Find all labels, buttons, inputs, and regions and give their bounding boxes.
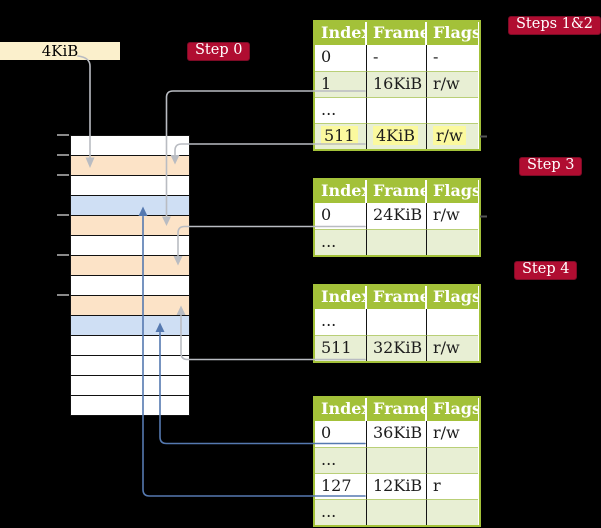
table-cell xyxy=(367,499,427,525)
table-cell: 0 xyxy=(315,421,367,447)
table-cell: - xyxy=(367,45,427,71)
table-cell: ... xyxy=(315,309,367,335)
memory-row-blue xyxy=(71,316,189,336)
memory-row-white xyxy=(71,356,189,376)
table-cell-highlighted: r/w xyxy=(427,123,478,149)
page-table-level-top: Index Frame Flags 0 - - 1 16KiB r/w ... … xyxy=(313,20,481,151)
table-cell: r xyxy=(427,473,478,499)
address-tick xyxy=(57,254,69,256)
address-tick xyxy=(57,134,69,136)
memory-row-orange xyxy=(71,296,189,316)
table-cell: r/w xyxy=(433,205,460,224)
memory-row-white xyxy=(71,236,189,256)
badge-step-4: Step 4 xyxy=(514,261,578,280)
address-tick xyxy=(57,174,69,176)
table-cell xyxy=(427,97,478,123)
table-cell: r/w xyxy=(427,335,478,361)
column-header: Flags xyxy=(427,286,478,309)
table-cell: 32KiB xyxy=(367,335,427,361)
memory-row-white xyxy=(71,176,189,196)
table-cell: 0 xyxy=(315,203,367,229)
address-label-4kib: 4KiB xyxy=(0,42,120,60)
table-cell xyxy=(367,229,427,255)
highlight: 511 xyxy=(321,126,358,145)
highlight: 4KiB xyxy=(373,126,419,145)
memory-row-white xyxy=(71,276,189,296)
memory-row-orange xyxy=(71,156,189,176)
column-header: Flags xyxy=(427,22,478,45)
address-tick xyxy=(57,154,69,156)
table-cell: 36KiB xyxy=(367,421,427,447)
badge-steps-1-2: Steps 1&2 xyxy=(508,16,601,35)
page-table-level-mid-b: Index Frame Flags ... 511 32KiB r/w xyxy=(313,284,481,363)
column-header: Frame xyxy=(367,22,427,45)
table-cell xyxy=(427,309,478,335)
table-cell xyxy=(367,97,427,123)
memory-stack xyxy=(70,135,190,416)
address-tick xyxy=(57,294,69,296)
column-header: Index xyxy=(315,180,367,203)
table-cell: r/w xyxy=(427,71,478,97)
memory-row-orange xyxy=(71,256,189,276)
page-table-level-mid-a: Index Frame Flags 0 24KiB r/w ... xyxy=(313,178,481,257)
badge-step-0: Step 0 xyxy=(187,42,251,61)
column-header: Index xyxy=(315,22,367,45)
table-cell xyxy=(367,447,427,473)
table-cell-highlighted: 4KiB xyxy=(367,123,427,149)
table-cell-highlighted: 511 xyxy=(315,123,367,149)
highlight: r/w xyxy=(433,126,466,145)
column-header: Frame xyxy=(367,180,427,203)
table-cell: 511 xyxy=(315,335,367,361)
table-cell: ... xyxy=(315,229,367,255)
table-cell: 1 xyxy=(315,71,367,97)
memory-row-orange xyxy=(71,216,189,236)
column-header: Frame xyxy=(367,286,427,309)
table-cell: r/w xyxy=(433,423,460,442)
column-header: Flags xyxy=(427,398,478,421)
memory-row-white xyxy=(71,336,189,356)
column-header: Index xyxy=(315,286,367,309)
table-cell xyxy=(427,499,478,525)
table-cell: - xyxy=(433,47,439,66)
table-cell: 12KiB xyxy=(367,473,427,499)
address-tick xyxy=(57,214,69,216)
table-cell xyxy=(367,309,427,335)
table-cell: ... xyxy=(315,97,367,123)
table-cell: ... xyxy=(315,447,367,473)
column-header: Flags xyxy=(427,180,478,203)
table-cell: 16KiB xyxy=(367,71,427,97)
table-cell: 24KiB xyxy=(367,203,427,229)
column-header: Frame xyxy=(367,398,427,421)
memory-row-white xyxy=(71,396,189,415)
table-cell: 127 xyxy=(315,473,367,499)
table-cell xyxy=(427,447,478,473)
table-cell xyxy=(427,229,478,255)
memory-row-blue xyxy=(71,196,189,216)
memory-row-white xyxy=(71,376,189,396)
page-table-level-bottom: Index Frame Flags 0 36KiB r/w ... 127 12… xyxy=(313,396,481,527)
table-cell: 0 xyxy=(315,45,367,71)
memory-row-white xyxy=(71,136,189,156)
table-cell: ... xyxy=(315,499,367,525)
badge-step-3: Step 3 xyxy=(519,157,583,176)
column-header: Index xyxy=(315,398,367,421)
